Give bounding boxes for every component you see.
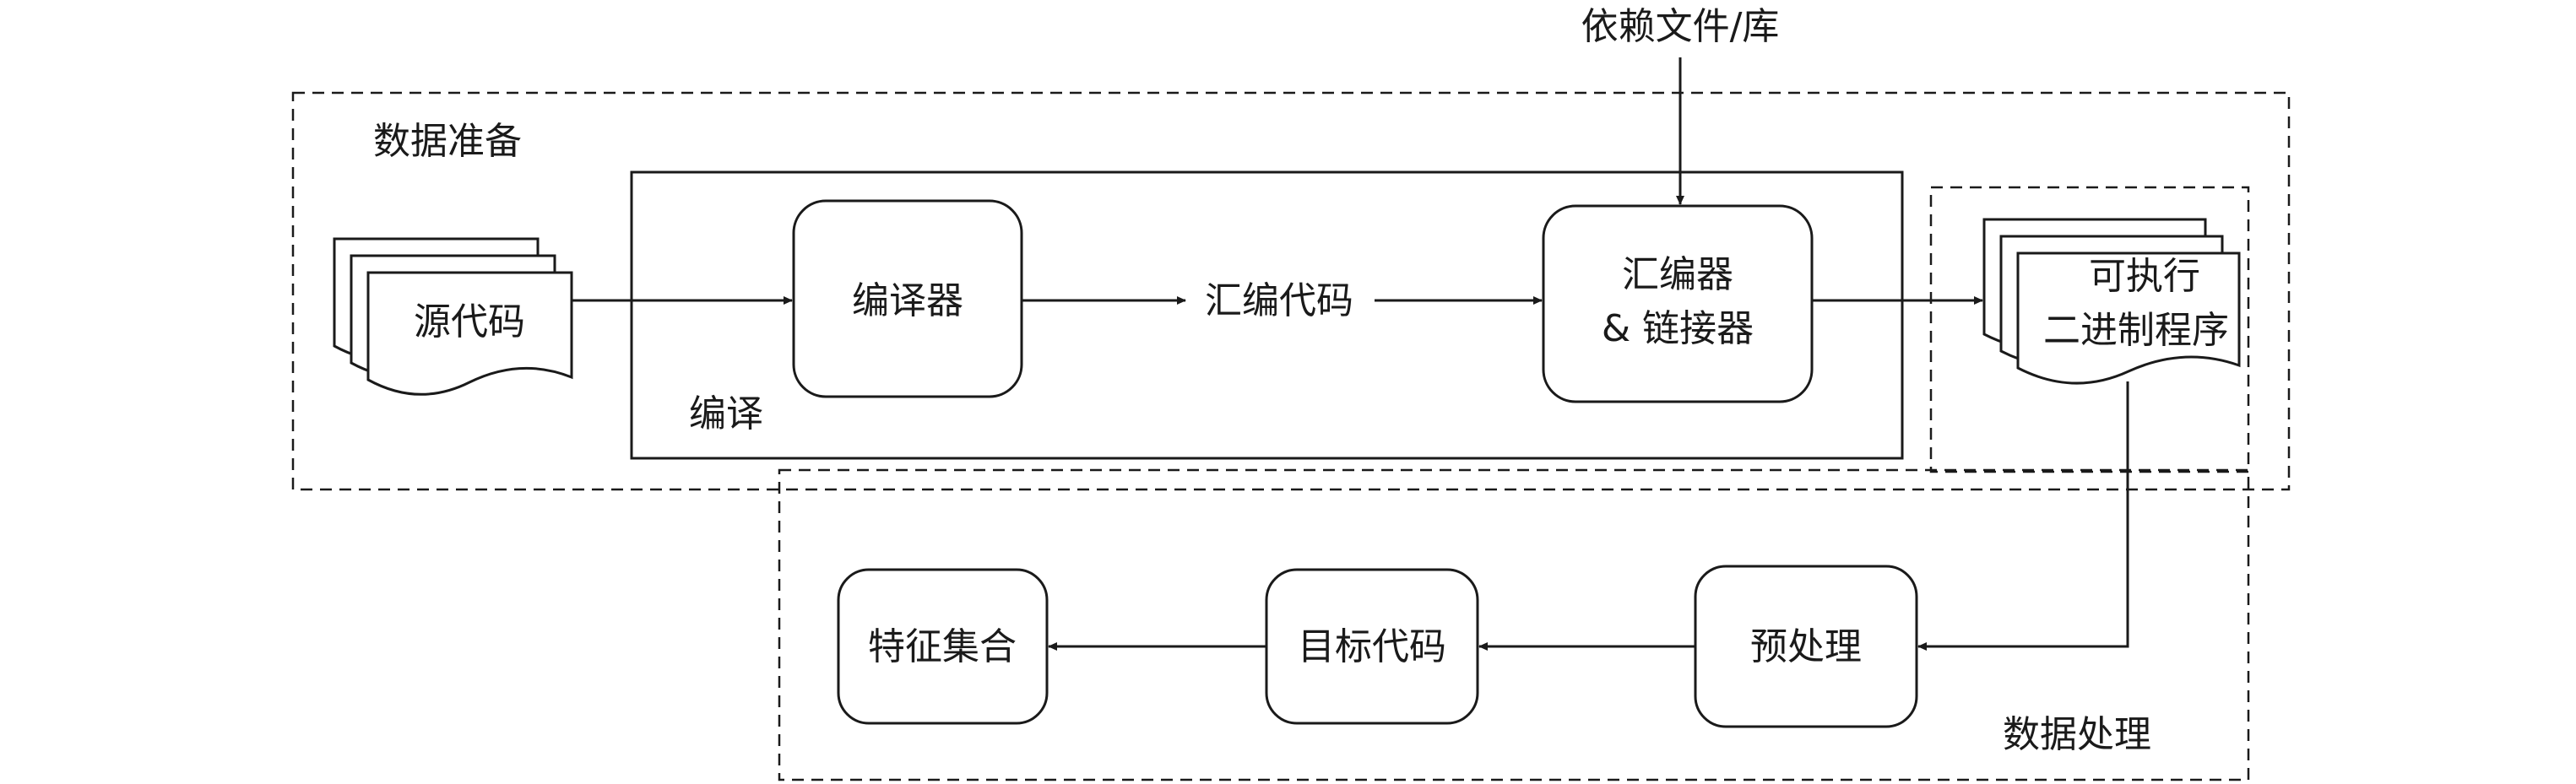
assembly-code-label: 汇编代码 bbox=[1205, 279, 1353, 322]
executable-label-line2: 二进制程序 bbox=[2043, 309, 2229, 352]
dependency-label: 依赖文件/库 bbox=[1581, 5, 1780, 48]
data-prep-label: 数据准备 bbox=[373, 120, 522, 163]
data-prep-frame bbox=[291, 91, 2291, 491]
feature-set-label: 特征集合 bbox=[868, 625, 1017, 668]
executable-document: 可执行 二进制程序 bbox=[1982, 218, 2241, 385]
target-code-label: 目标代码 bbox=[1298, 625, 1446, 668]
executable-frame bbox=[1929, 186, 2250, 473]
executable-label-line1: 可执行 bbox=[2089, 255, 2200, 298]
data-processing-label: 数据处理 bbox=[2003, 713, 2151, 756]
assembler-label: 汇编器 bbox=[1622, 253, 1733, 296]
data-processing-frame bbox=[778, 468, 2250, 781]
edge-executable-to-preprocess bbox=[1917, 381, 2129, 651]
compiler-node: 编译器 bbox=[792, 199, 1023, 398]
compile-frame bbox=[630, 170, 1904, 460]
assembler-linker-node: 汇编器 & 链接器 bbox=[1542, 204, 1814, 403]
preprocess-label: 预处理 bbox=[1750, 625, 1862, 668]
compiler-label: 编译器 bbox=[852, 279, 963, 322]
linker-label: & 链接器 bbox=[1602, 307, 1754, 350]
source-code-document: 源代码 bbox=[333, 237, 573, 396]
source-code-label: 源代码 bbox=[414, 300, 525, 343]
compile-label: 编译 bbox=[689, 392, 763, 435]
preprocess-node: 预处理 bbox=[1694, 565, 1918, 728]
target-code-node: 目标代码 bbox=[1265, 568, 1479, 725]
feature-set-node: 特征集合 bbox=[837, 568, 1049, 725]
